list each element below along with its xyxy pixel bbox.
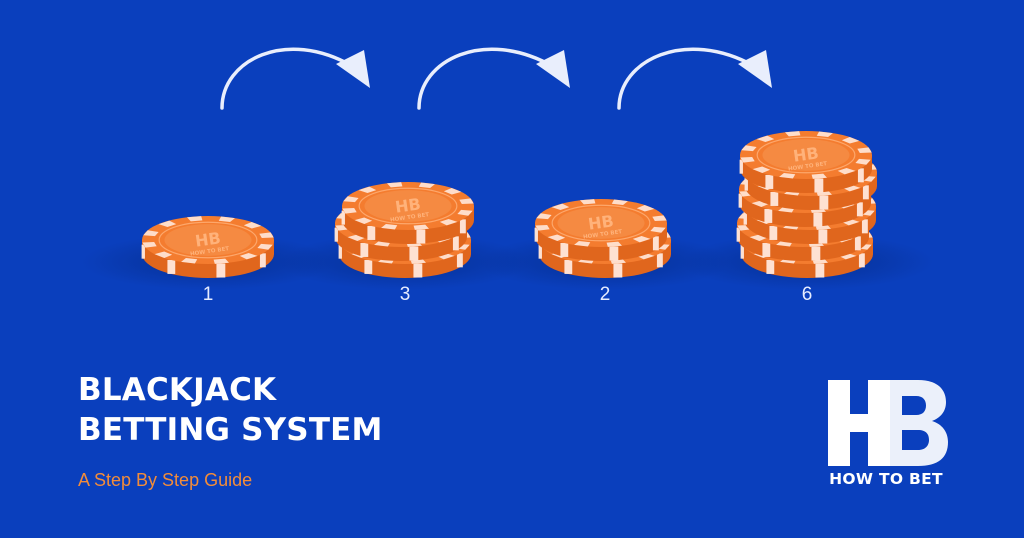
chip-logo-text: HB [194,228,222,250]
curved-arrow-icon [417,47,570,110]
chip-logo-text: HB [587,211,615,233]
page-title: BLACKJACK BETTING SYSTEM [78,370,383,450]
chip-ring-text: HOW TO BET [583,229,623,240]
chip-logo-text: HB [394,194,422,216]
page-subtitle: A Step By Step Guide [78,470,253,490]
title-line-1: BLACKJACK [78,372,277,408]
curved-arrow-icon [617,47,772,110]
title-line-2: BETTING SYSTEM [78,412,383,448]
brand-name: HOW TO BET [829,470,943,488]
hb-logo-icon [828,380,948,466]
chip-ring-text: HOW TO BET [390,212,430,223]
step-count-label: 6 [801,284,813,305]
step-count-label: 2 [599,284,611,305]
chip-logo-text: HB [792,143,820,165]
step-count-label: 1 [202,284,214,305]
chip-ring-text: HOW TO BET [788,161,828,172]
curved-arrow-icon [220,47,370,110]
step-count-label: 3 [399,284,411,305]
brand-logo: HOW TO BET [820,378,952,494]
chip-ring-text: HOW TO BET [190,246,230,257]
